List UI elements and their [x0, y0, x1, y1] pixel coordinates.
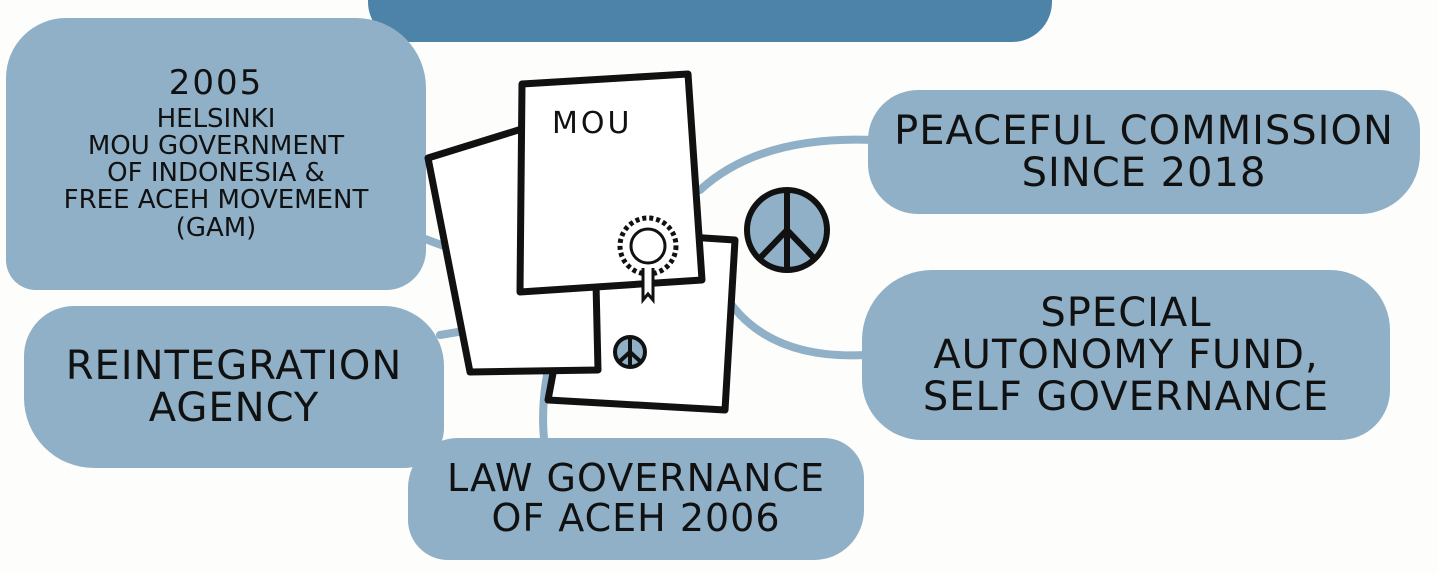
peace-sign-icon [613, 335, 647, 369]
reintegration-line: REINTEGRATION [65, 343, 403, 389]
helsinki-mou-bubble: 2005 HELSINKI MOU GOVERNMENT OF INDONESI… [6, 18, 426, 290]
helsinki-line: MOU GOVERNMENT [87, 130, 345, 161]
peace-sign-icon [744, 187, 830, 273]
reintegration-line: AGENCY [148, 385, 320, 431]
connector-peaceful [696, 135, 879, 194]
peaceful-commission-bubble: PEACEFUL COMMISSION SINCE 2018 [868, 90, 1420, 214]
helsinki-year: 2005 [168, 62, 264, 103]
helsinki-line: (GAM) [175, 212, 257, 243]
mou-document-label: MOU [552, 106, 633, 141]
law-line: LAW GOVERNANCE [446, 456, 826, 501]
connector-special [724, 296, 870, 360]
special-line: SELF GOVERNANCE [922, 374, 1330, 420]
reintegration-agency-bubble: REINTEGRATION AGENCY [24, 306, 444, 468]
helsinki-line: FREE ACEH MOVEMENT [63, 185, 369, 216]
title-banner [368, 0, 1052, 42]
special-line: AUTONOMY FUND, [933, 332, 1319, 378]
helsinki-line: HELSINKI [156, 103, 276, 134]
law-line: OF ACEH 2006 [491, 496, 781, 540]
peaceful-line: SINCE 2018 [1021, 150, 1267, 196]
peaceful-line: PEACEFUL COMMISSION [894, 108, 1394, 154]
special-autonomy-bubble: SPECIAL AUTONOMY FUND, SELF GOVERNANCE [862, 270, 1390, 440]
helsinki-line: OF INDONESIA & [107, 158, 325, 189]
rosette-seal-icon [617, 215, 679, 305]
special-line: SPECIAL [1040, 290, 1212, 336]
law-governance-bubble: LAW GOVERNANCE OF ACEH 2006 [408, 438, 864, 560]
